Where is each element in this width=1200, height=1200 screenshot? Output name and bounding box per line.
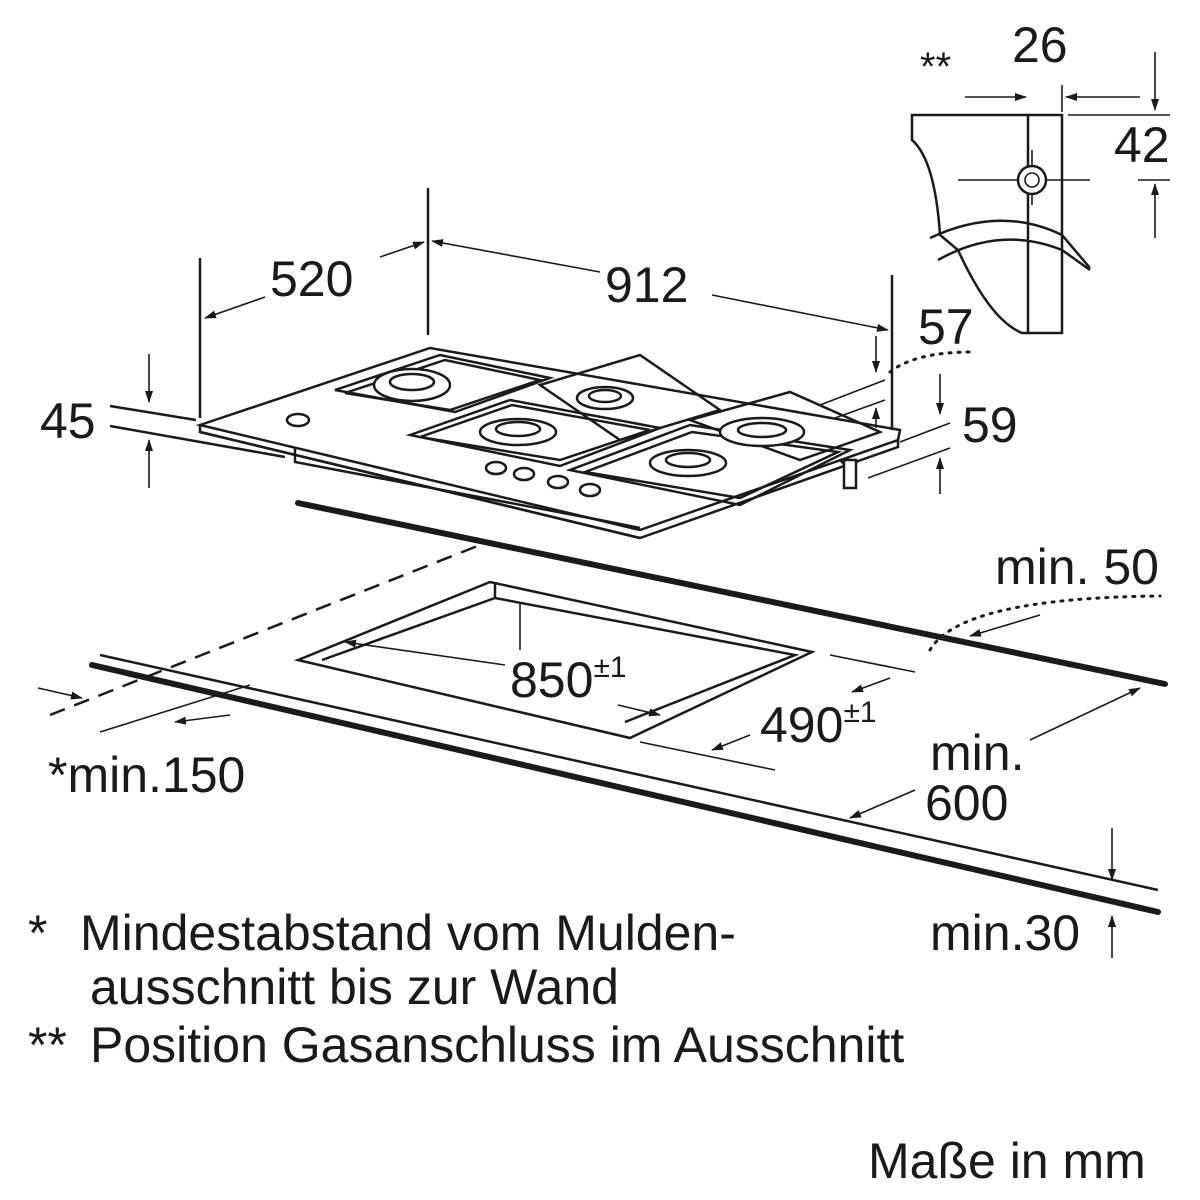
dim-depth: 520: [198, 188, 430, 418]
dim-height-side: 59: [867, 374, 1018, 494]
dim-height-front: 45: [40, 354, 286, 488]
label-depth: 520: [270, 251, 353, 307]
gas-connector: [842, 458, 858, 490]
label-height-rear: 57: [918, 299, 974, 355]
label-min-worktop-2: 600: [925, 775, 1008, 831]
dim-height-rear: 57: [819, 299, 974, 428]
control-knobs: [285, 412, 602, 498]
note1-line2: ausschnitt bis zur Wand: [90, 959, 619, 1015]
cutout-outline: [293, 580, 816, 740]
knob: [578, 482, 602, 498]
hob-drawing: [195, 346, 902, 540]
label-cutout-depth: 490±1: [760, 696, 877, 753]
note2-text: Position Gasanschluss im Ausschnitt: [90, 1017, 904, 1073]
footnotes: * Mindestabstand vom Mulden- ausschnitt …: [28, 905, 904, 1073]
burners: [372, 367, 806, 478]
units-label: Maße in mm: [868, 1133, 1146, 1189]
label-height-side: 59: [962, 397, 1018, 453]
burner-rear-right: [718, 416, 806, 448]
label-height-front: 45: [40, 393, 96, 449]
label-min-worktop-1: min.: [930, 725, 1024, 781]
worktop-drawing: 850±1 490±1 min. 50 min. 600 min.30 *min…: [37, 500, 1168, 961]
label-min-front-edge: min.30: [930, 905, 1080, 961]
label-gas-marker: **: [920, 45, 951, 89]
note1-marker: *: [28, 905, 47, 961]
label-min-wall-distance: *min.150: [48, 747, 245, 803]
label-width: 912: [605, 257, 688, 313]
label-cutout-width: 850±1: [510, 651, 627, 708]
label-min-rear-gap: min. 50: [995, 539, 1159, 595]
label-gas-offset-x: 26: [1012, 17, 1068, 73]
gas-connection-detail: 26 42 **: [910, 17, 1170, 335]
note1-line1: Mindestabstand vom Mulden-: [80, 905, 736, 961]
dim-width: 912: [431, 239, 894, 430]
knob: [484, 460, 508, 476]
knob: [285, 412, 311, 428]
label-gas-offset-y: 42: [1114, 117, 1170, 173]
note2-marker: **: [28, 1017, 67, 1073]
knob: [546, 474, 570, 490]
knob: [512, 466, 536, 482]
